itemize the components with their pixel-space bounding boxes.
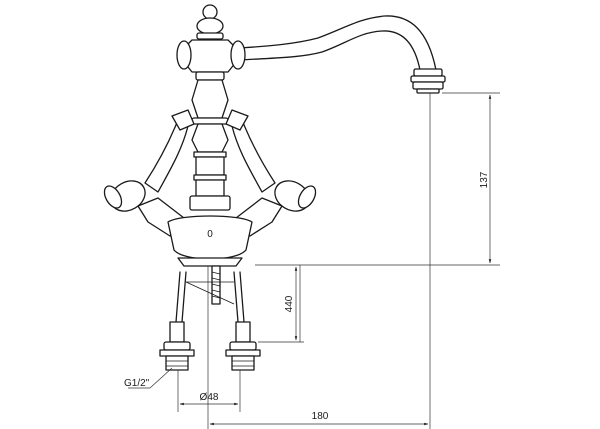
supply-hoses	[175, 271, 245, 323]
base-and-rod	[211, 265, 221, 305]
left-fitting	[159, 321, 195, 371]
top-knob	[176, 4, 246, 81]
dimension-spout-height: 137	[255, 92, 500, 266]
thread-callout: G1/2"	[124, 367, 173, 389]
dimension-base-diameter: Ø48	[179, 392, 239, 406]
spout-height-label: 137	[479, 171, 490, 188]
valve-body: 0	[167, 215, 253, 267]
thread-label: G1/2"	[124, 378, 150, 389]
right-fitting	[225, 321, 261, 371]
reach-label: 180	[312, 411, 329, 422]
body-marking: 0	[207, 229, 213, 240]
spout	[239, 15, 446, 94]
supply-length-label: 440	[284, 295, 295, 312]
left-handle	[103, 109, 195, 237]
central-column	[189, 79, 231, 211]
reference-lines	[177, 93, 431, 429]
dimension-reach: 180	[209, 411, 429, 426]
right-handle	[225, 109, 317, 237]
base-diameter-label: Ø48	[200, 392, 219, 403]
dimension-supply-length: 440	[258, 265, 304, 343]
